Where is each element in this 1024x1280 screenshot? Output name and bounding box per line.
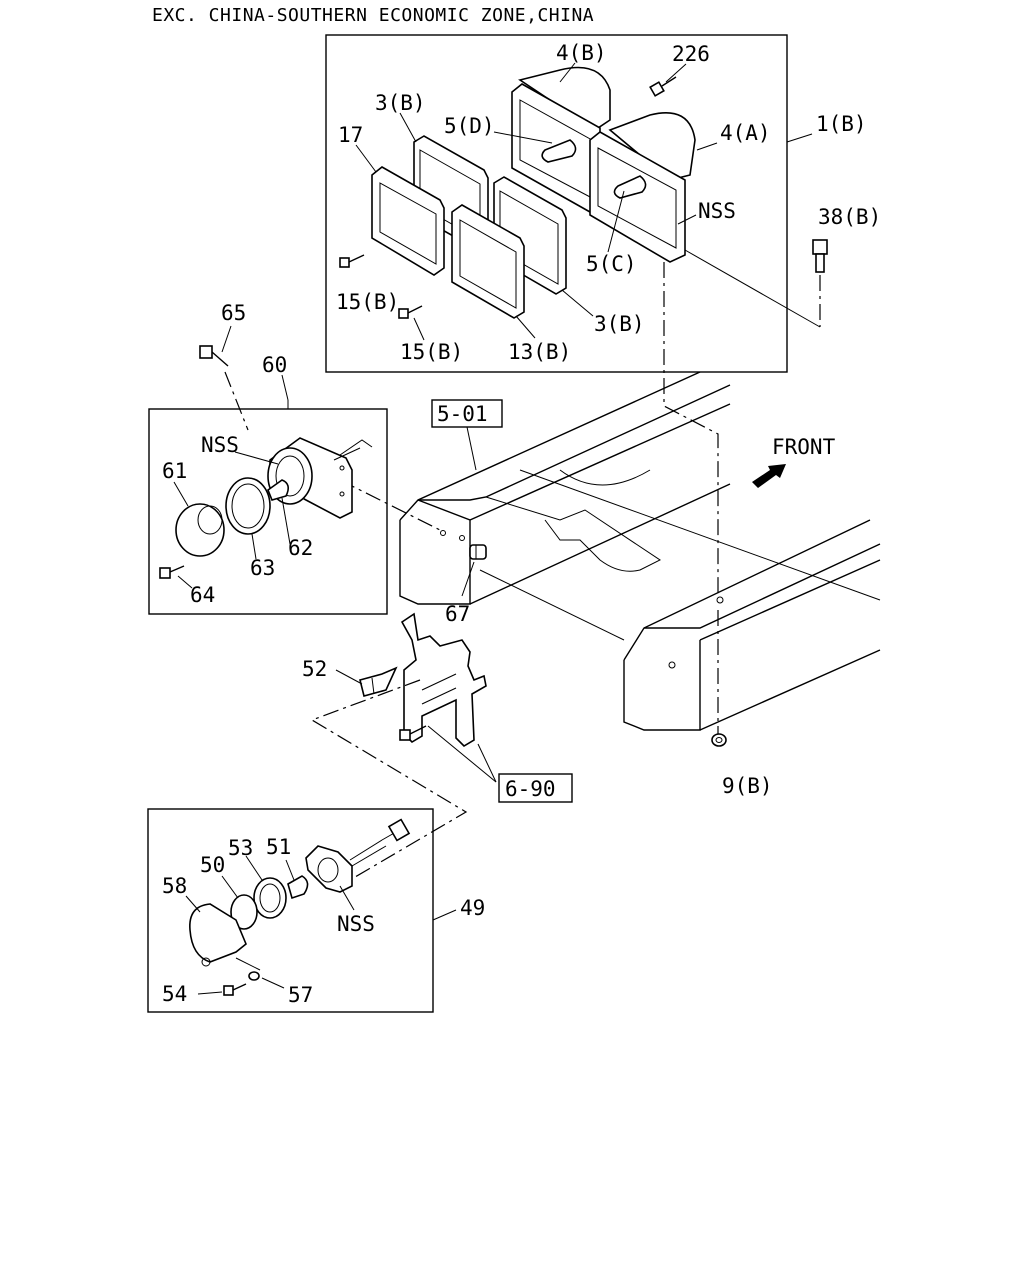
callout-64: 64 xyxy=(190,583,215,607)
headlamp-rim-13 xyxy=(451,204,525,319)
callout-61: 61 xyxy=(162,459,187,483)
callout-50: 50 xyxy=(200,853,225,877)
callout-57: 57 xyxy=(288,983,313,1007)
screw-226 xyxy=(649,76,677,97)
bolt-bracket xyxy=(399,725,427,741)
callout-65: 65 xyxy=(221,301,246,325)
side-marker-box xyxy=(148,408,388,615)
callout-17: 17 xyxy=(338,123,363,147)
callout-4a: 4(A) xyxy=(720,121,771,145)
callout-226: 226 xyxy=(672,42,710,66)
callout-3b-top: 3(B) xyxy=(375,91,426,115)
callout-nss-bot: NSS xyxy=(337,912,375,936)
callout-58: 58 xyxy=(162,874,187,898)
headlamp-assembly-box xyxy=(325,34,788,373)
side-marker-lens-61 xyxy=(175,503,225,557)
clearance-lamp-cover-58 xyxy=(189,903,247,967)
callout-nss-mid: NSS xyxy=(201,433,239,457)
washer-57 xyxy=(248,971,260,981)
nut-67 xyxy=(469,544,487,560)
vehicle-frame xyxy=(399,371,881,731)
callout-53: 53 xyxy=(228,836,253,860)
callout-5d: 5(D) xyxy=(444,114,495,138)
bolt-38b xyxy=(812,239,828,273)
callout-62: 62 xyxy=(288,536,313,560)
screw-15b-lower xyxy=(398,305,423,319)
ref-5-01: 5-01 xyxy=(437,402,488,426)
side-marker-gasket-63 xyxy=(225,477,271,535)
screw-54 xyxy=(223,983,247,996)
nut-9b xyxy=(711,733,727,747)
screw-65 xyxy=(199,345,229,367)
callout-63: 63 xyxy=(250,556,275,580)
headlamp-housing xyxy=(511,66,696,263)
front-label: FRONT xyxy=(772,435,836,459)
callout-9b: 9(B) xyxy=(722,774,773,798)
callout-51: 51 xyxy=(266,835,291,859)
clearance-lamp-gasket-53 xyxy=(253,877,287,919)
callout-54: 54 xyxy=(162,982,187,1006)
callout-nss-top: NSS xyxy=(698,199,736,223)
ref-6-90: 6-90 xyxy=(505,777,556,801)
callout-15b-a: 15(B) xyxy=(336,290,399,314)
callout-13b: 13(B) xyxy=(508,340,571,364)
grommet-52 xyxy=(359,666,398,697)
callout-60: 60 xyxy=(262,353,287,377)
clearance-lamp-lens-50 xyxy=(230,894,258,930)
callout-5c: 5(C) xyxy=(586,252,637,276)
callout-52: 52 xyxy=(302,657,327,681)
headlamp-rim-17 xyxy=(371,166,445,276)
ref-box-6-90 xyxy=(498,773,573,803)
clearance-lamp-socket xyxy=(305,818,411,893)
callout-67: 67 xyxy=(445,602,470,626)
callout-15b-b: 15(B) xyxy=(400,340,463,364)
callout-4b: 4(B) xyxy=(556,41,607,65)
callout-3b-bot: 3(B) xyxy=(594,312,645,336)
callout-38b: 38(B) xyxy=(818,205,881,229)
callout-49: 49 xyxy=(460,896,485,920)
front-arrow-icon xyxy=(752,464,786,488)
clearance-lamp-bulb-51 xyxy=(287,875,309,900)
side-marker-bulb-62 xyxy=(267,479,290,501)
screw-15b-upper xyxy=(339,254,365,268)
clearance-lamp-box xyxy=(147,808,434,1013)
bracket-6-90 xyxy=(400,612,487,748)
screw-64 xyxy=(159,565,185,579)
callout-1b: 1(B) xyxy=(816,112,867,136)
diagram-header: EXC. CHINA-SOUTHERN ECONOMIC ZONE,CHINA xyxy=(152,5,594,26)
